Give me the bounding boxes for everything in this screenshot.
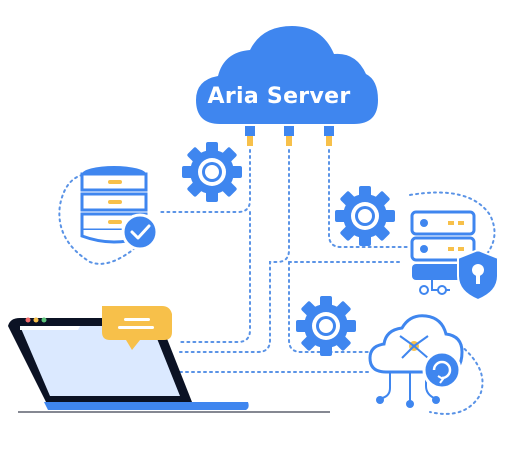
cloud-server-icon (196, 26, 378, 124)
connector-cloud-net (288, 261, 371, 353)
connector-mid (179, 149, 290, 353)
cloud-plugs (245, 126, 334, 146)
gear-icon (296, 296, 356, 356)
sync-icon (422, 350, 462, 390)
connector-lines (58, 149, 496, 415)
connector-db (159, 149, 251, 213)
lock-shield-icon (457, 248, 499, 302)
gear-icon (182, 142, 242, 202)
connector-right (328, 149, 411, 248)
connector-laptop-top (179, 211, 252, 343)
chat-bubble-icon (102, 306, 172, 350)
cloud-arc (429, 344, 484, 415)
check-icon (121, 213, 159, 251)
gear-icon (335, 186, 395, 246)
db-arc (58, 174, 141, 265)
